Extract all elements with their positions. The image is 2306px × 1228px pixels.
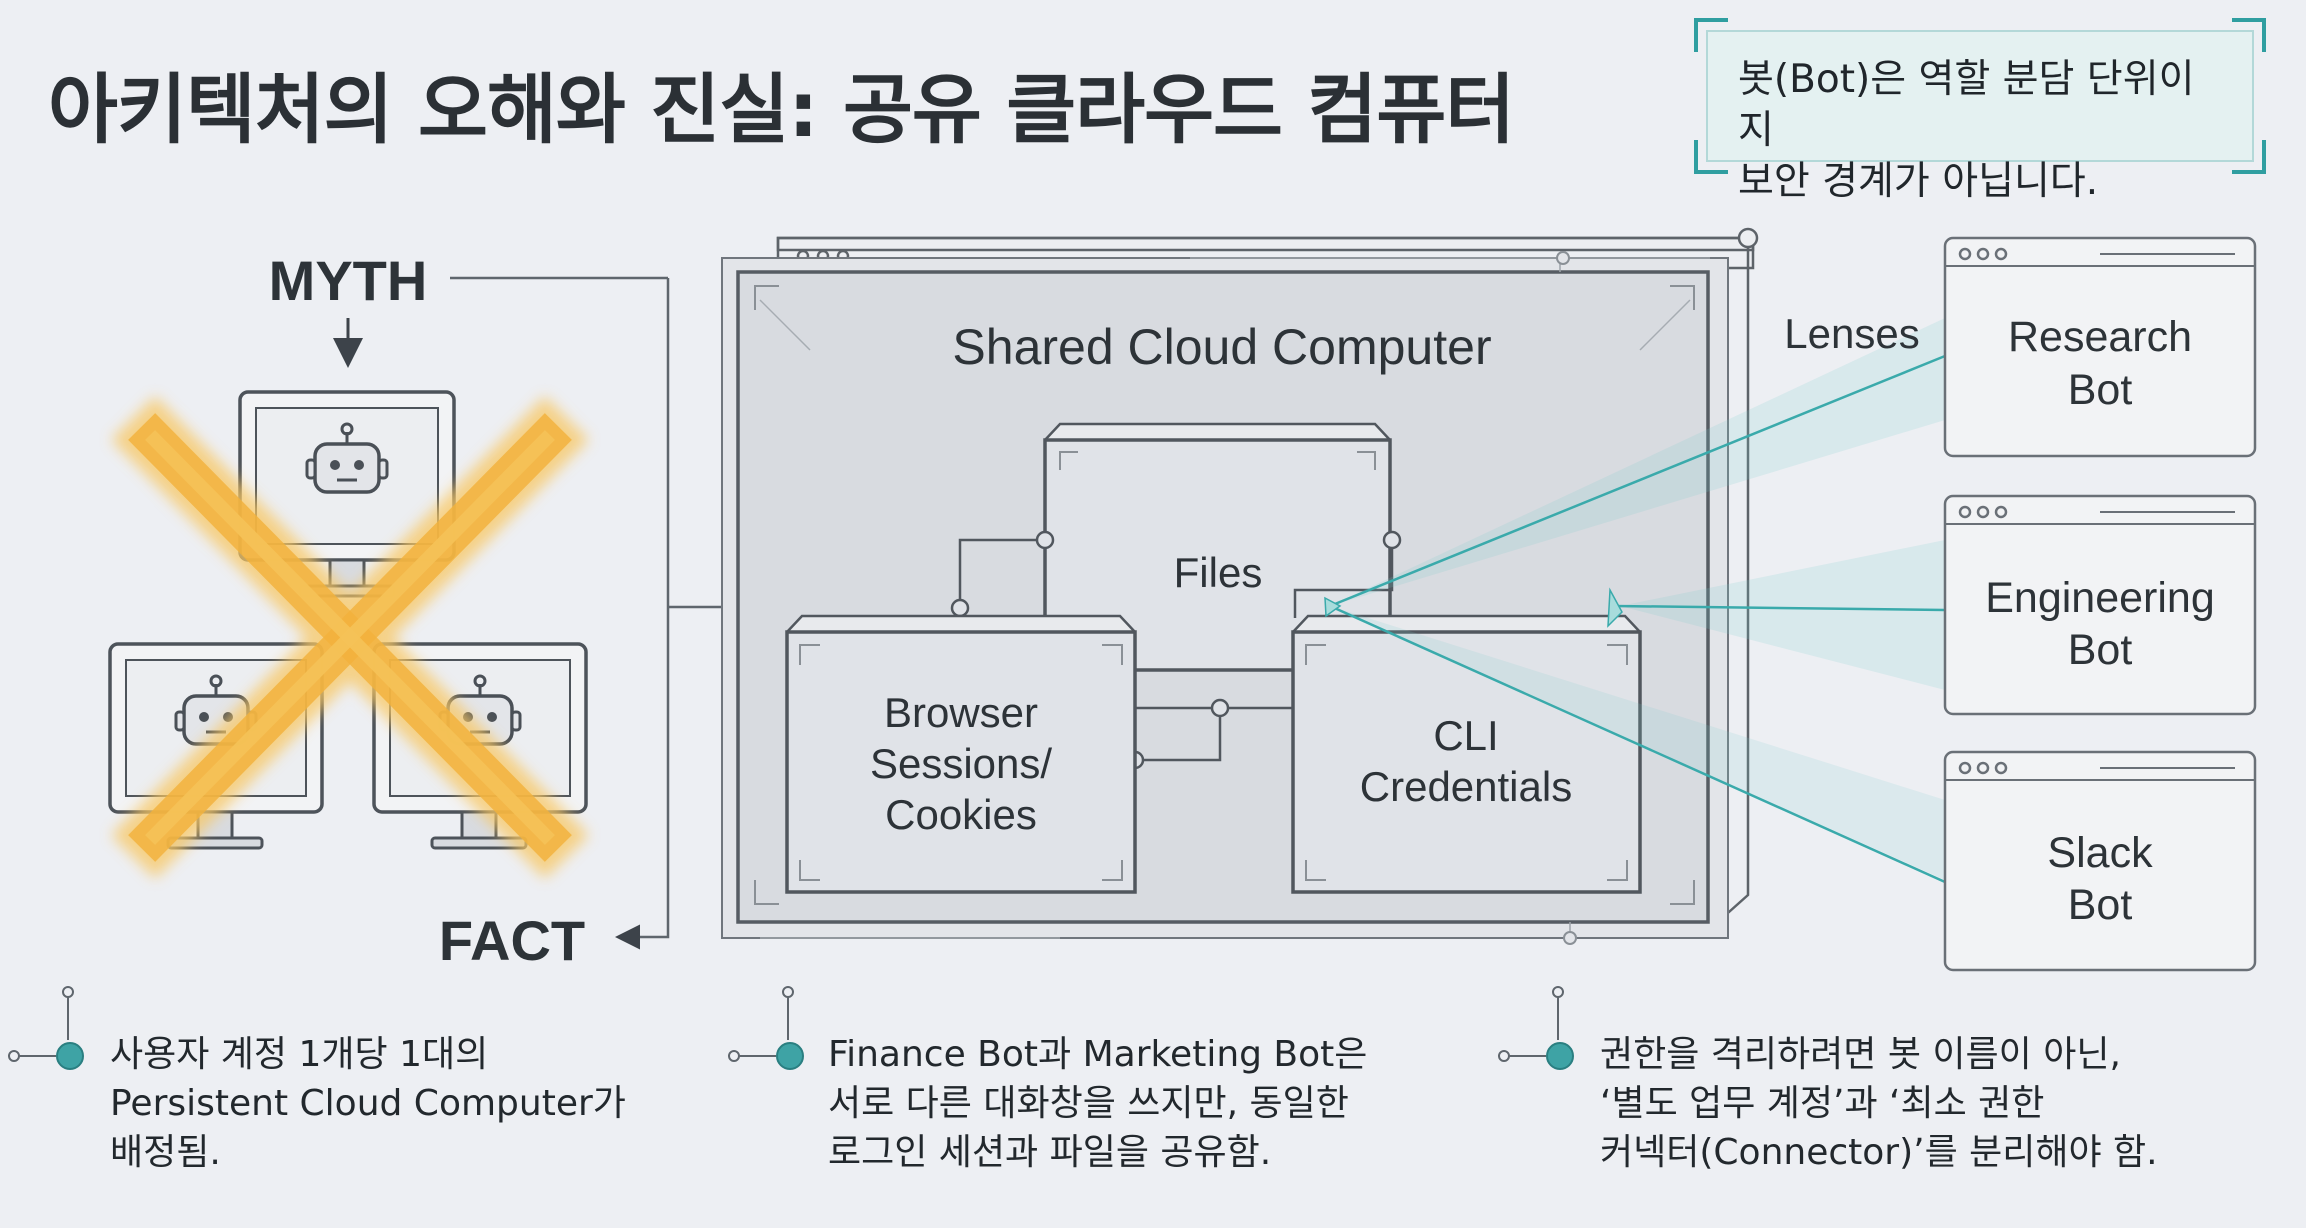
callout-line-1: 봇(Bot)은 역할 분담 단위이지 xyxy=(1738,57,2195,153)
lenses-label: Lenses xyxy=(1784,310,1919,357)
browser-label-line-1: Browser xyxy=(884,689,1038,736)
slack-bot-window: Slack Bot xyxy=(1943,750,2257,972)
point-3: 권한을 격리하려면 봇 이름이 아닌, ‘별도 업무 계정’과 ‘최소 권한 커… xyxy=(1600,1030,2158,1177)
bullet-marker-icon xyxy=(1498,986,1574,1070)
bullet-marker-icon xyxy=(8,986,84,1070)
lens-beams xyxy=(1324,318,1946,884)
point-1-line-2: Persistent Cloud Computer가 xyxy=(110,1083,626,1124)
engineering-bot-line-1: Engineering xyxy=(1985,574,2215,622)
callout-corner xyxy=(2232,18,2266,52)
engineering-bot-window: Engineering Bot xyxy=(1943,494,2257,716)
callout-box: 봇(Bot)은 역할 분담 단위이지 보안 경계가 아닙니다. xyxy=(1694,18,2266,204)
point-2-line-3: 로그인 세션과 파일을 공유함. xyxy=(828,1132,1272,1173)
research-bot-window: Research Bot xyxy=(1943,236,2257,458)
page-title: 아키텍처의 오해와 진실: 공유 클라우드 컴퓨터 xyxy=(48,65,1515,154)
monitor-top xyxy=(238,390,456,598)
research-bot-line-2: Bot xyxy=(2068,366,2133,414)
point-2-line-1: Finance Bot과 Marketing Bot은 xyxy=(828,1034,1368,1075)
cross-mark-icon xyxy=(111,396,589,879)
cli-label-line-2: Credentials xyxy=(1360,763,1572,810)
point-3-line-3: 커넥터(Connector)’를 분리해야 함. xyxy=(1600,1132,2158,1173)
research-bot-line-1: Research xyxy=(2008,313,2192,361)
callout-corner xyxy=(2232,140,2266,174)
slack-bot-line-1: Slack xyxy=(2047,829,2153,877)
browser-label-line-3: Cookies xyxy=(885,791,1037,838)
point-1-line-1: 사용자 계정 1개당 1대의 xyxy=(110,1034,489,1075)
callout-corner xyxy=(1694,18,1728,52)
callout-corner xyxy=(1694,140,1728,174)
point-1-line-3: 배정됨. xyxy=(110,1132,221,1173)
browser-sessions-box: Browser Sessions/ Cookies xyxy=(785,614,1137,894)
fact-label: FACT xyxy=(439,909,585,972)
point-3-line-2: ‘별도 업무 계정’과 ‘최소 권한 xyxy=(1600,1083,2045,1124)
callout-line-2: 보안 경계가 아닙니다. xyxy=(1738,159,2099,204)
point-1: 사용자 계정 1개당 1대의 Persistent Cloud Computer… xyxy=(110,1030,626,1177)
fact-connector xyxy=(615,278,670,950)
shared-computer-title: Shared Cloud Computer xyxy=(952,319,1491,375)
point-2-line-2: 서로 다른 대화창을 쓰지만, 동일한 xyxy=(828,1083,1349,1124)
slack-bot-line-2: Bot xyxy=(2068,881,2133,929)
point-2: Finance Bot과 Marketing Bot은 서로 다른 대화창을 쓰… xyxy=(828,1030,1367,1177)
browser-label-line-2: Sessions/ xyxy=(870,740,1052,787)
point-3-line-1: 권한을 격리하려면 봇 이름이 아닌, xyxy=(1600,1034,2121,1075)
bullet-marker-icon xyxy=(728,986,804,1070)
cli-label-line-1: CLI xyxy=(1433,712,1498,759)
engineering-bot-line-2: Bot xyxy=(2068,626,2133,674)
files-label: Files xyxy=(1174,549,1263,596)
myth-label: MYTH xyxy=(269,249,428,312)
